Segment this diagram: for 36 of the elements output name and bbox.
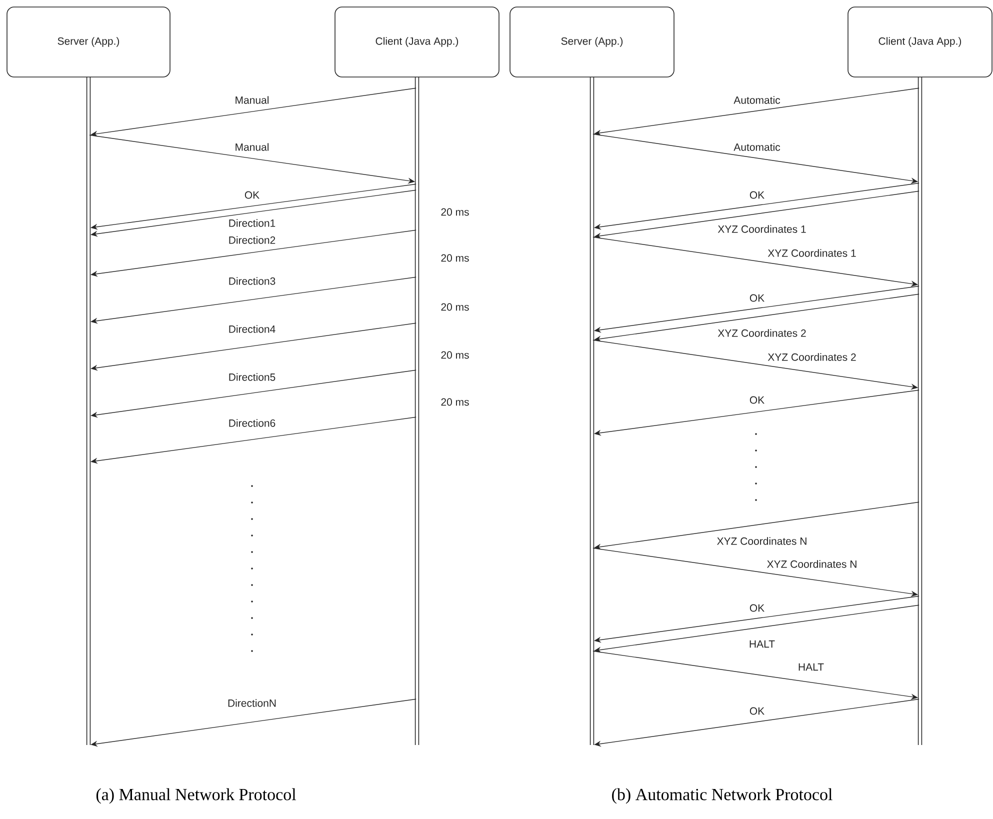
participant-box: Server (App.) bbox=[6, 6, 170, 78]
participant-box: Client (Java App.) bbox=[848, 6, 992, 78]
caption: (a) Manual Network Protocol bbox=[96, 788, 296, 804]
participant-box: Server (App.) bbox=[510, 6, 674, 78]
edge-label: XYZ Coordinates N bbox=[766, 559, 858, 569]
edge-label: XYZ Coordinates 2 bbox=[766, 352, 858, 362]
edge-label: OK bbox=[243, 190, 261, 200]
edge-label: XYZ Coordinates 2 bbox=[716, 328, 808, 338]
edge-label: DirectionN bbox=[226, 698, 278, 708]
timing-label: 20 ms bbox=[441, 398, 469, 406]
edge-label: Manual bbox=[234, 142, 270, 152]
edge-label: XYZ Coordinates 1 bbox=[766, 248, 858, 258]
edge-label: HALT bbox=[796, 662, 826, 672]
edge-label: Direction1 bbox=[227, 218, 277, 228]
edge-label: OK bbox=[748, 603, 766, 613]
timing-label: 20 ms bbox=[441, 254, 469, 262]
edge-label: Automatic bbox=[732, 142, 782, 152]
edge-label: Automatic bbox=[732, 95, 782, 105]
edge-label: OK bbox=[748, 706, 766, 716]
caption: (b) Automatic Network Protocol bbox=[612, 788, 832, 804]
timing-label: 20 ms bbox=[441, 208, 469, 216]
edge-label: OK bbox=[748, 293, 766, 303]
edge-label: Direction4 bbox=[227, 324, 277, 334]
timing-label: 20 ms bbox=[441, 303, 469, 311]
edge-label: XYZ Coordinates N bbox=[716, 536, 808, 546]
edge-label: HALT bbox=[748, 639, 776, 649]
participant-box: Client (Java App.) bbox=[334, 6, 500, 78]
edge-label: OK bbox=[748, 190, 766, 200]
edge-label: Direction2 bbox=[227, 235, 277, 245]
edge-label: Direction6 bbox=[227, 418, 277, 428]
edge-label: Manual bbox=[234, 95, 270, 105]
edge-label: Direction3 bbox=[227, 276, 277, 286]
edge-label: XYZ Coordinates 1 bbox=[716, 224, 808, 234]
timing-label: 20 ms bbox=[441, 351, 469, 359]
edge-label: Direction5 bbox=[227, 372, 277, 382]
edge-label: OK bbox=[748, 395, 766, 405]
